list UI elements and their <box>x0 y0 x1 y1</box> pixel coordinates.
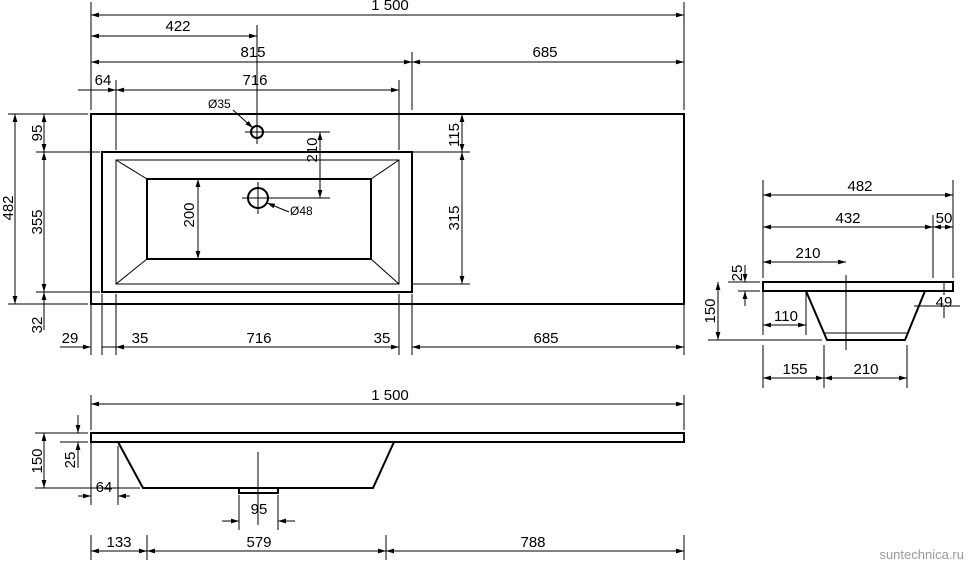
dim-side-bottom-span: 210 <box>853 361 878 378</box>
front-view: 1 500 150 25 64 95 133 579 788 <box>29 387 685 560</box>
watermark-text: suntechnica.ru <box>879 547 964 562</box>
dim-side-total-depth: 482 <box>847 178 872 195</box>
front-countertop-slab <box>90 432 685 443</box>
dim-right-remainder: 685 <box>532 44 557 61</box>
label-drain-dia: Ø48 <box>290 204 313 218</box>
dim-bowl-outer-width: 716 <box>242 72 267 89</box>
dim-bowl-center: 815 <box>240 44 265 61</box>
top-countertop-outline <box>90 113 685 305</box>
dim-faucet-offset: 422 <box>165 18 190 35</box>
dim-front-left-133: 133 <box>106 534 131 551</box>
dim-side-bottom-front: 155 <box>782 361 807 378</box>
dim-depth-total: 482 <box>0 195 17 220</box>
dim-depth-back: 32 <box>29 317 46 334</box>
label-faucet-hole-dia: Ø35 <box>208 97 231 111</box>
dim-front-slab-thickness: 25 <box>62 452 79 469</box>
dim-front-drain-width: 95 <box>251 501 268 518</box>
dim-side-slope-horizontal: 110 <box>774 308 798 325</box>
dim-side-bowl-span: 432 <box>835 210 860 227</box>
dim-bottom-35-left: 35 <box>132 330 149 347</box>
dim-edge-offset: 115 <box>446 123 463 147</box>
top-bowl-rim <box>115 159 400 285</box>
dim-depth-front: 95 <box>29 125 46 142</box>
dim-depth-bowl: 355 <box>29 209 46 234</box>
dim-bowl-left-margin: 64 <box>95 72 112 89</box>
dim-bowl-inner-depth: 200 <box>181 202 198 227</box>
dim-front-mid-579: 579 <box>246 534 271 551</box>
dim-bowl-outer-depth: 315 <box>446 205 463 230</box>
dim-front-height-total: 150 <box>29 448 46 473</box>
dim-side-back-lip: 50 <box>936 210 953 227</box>
dim-side-height-total: 150 <box>702 298 719 323</box>
top-bowl-outer <box>101 151 413 293</box>
side-view: 482 432 50 210 25 150 110 49 155 210 <box>702 178 960 388</box>
dim-side-thickness: 25 <box>729 265 746 282</box>
side-bowl-profile <box>805 290 926 341</box>
dim-front-right-788: 788 <box>520 534 545 551</box>
dim-front-bowl-inset: 64 <box>96 479 113 496</box>
dim-faucet-to-drain: 210 <box>304 137 321 162</box>
dim-bottom-716: 716 <box>246 330 271 347</box>
dim-front-overall-width: 1 500 <box>371 387 409 404</box>
front-bowl-profile <box>117 441 395 489</box>
dim-bottom-35-right: 35 <box>374 330 391 347</box>
dim-side-bowl-to-drain: 210 <box>795 245 820 262</box>
top-view: 1 500 422 815 685 64 716 482 95 355 32 Ø… <box>0 0 685 355</box>
side-countertop-slab <box>762 281 954 292</box>
dim-side-rim-back-vertical: 49 <box>936 294 953 311</box>
dim-bottom-29: 29 <box>62 330 79 347</box>
top-bowl-inner <box>146 178 372 260</box>
dim-overall-width-top: 1 500 <box>371 0 409 14</box>
dim-bottom-685: 685 <box>533 330 558 347</box>
